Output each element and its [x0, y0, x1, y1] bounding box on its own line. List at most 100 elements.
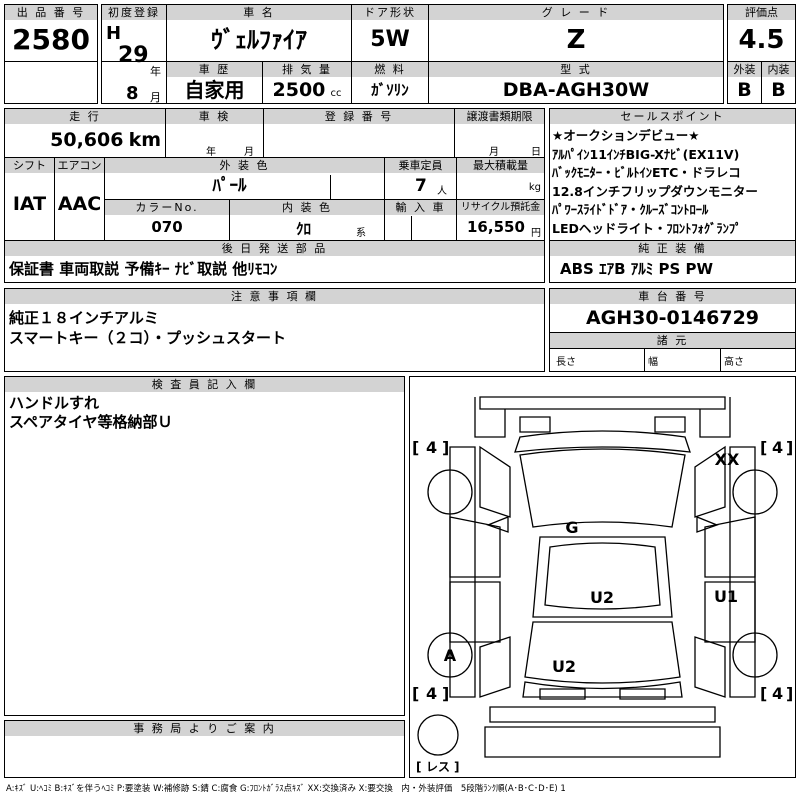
sales-points-box: セールスポイント ★オークションデビュー★ ｱﾙﾊﾟｲﾝ11ｲﾝﾁBIG-Xﾅﾋ…	[549, 108, 796, 241]
left-fender-shape	[479, 445, 511, 518]
transfer-day-unit: 日	[531, 147, 541, 158]
notes-label: 注 意 事 項 欄	[5, 289, 544, 304]
height-label: 高さ	[724, 357, 744, 368]
import-label: 輸 入 車	[385, 200, 456, 215]
rear-bumper-shape	[489, 706, 716, 723]
notes-lines: 純正１８インチアルミ スマートキー（２コ）・プッシュスタート	[5, 304, 544, 348]
grade-label: グ レ ー ド	[429, 5, 723, 20]
shift: IAT	[12, 193, 47, 215]
inspection-month-unit: 月	[244, 147, 254, 158]
exterior-grade-cell: 外装 B	[727, 61, 762, 104]
front-bumper-shape	[479, 396, 726, 410]
interior-color-label: 内 装 色	[230, 200, 384, 215]
interior-grade: B	[771, 79, 786, 101]
registration-year: 29	[118, 43, 149, 68]
sales-points-lines: ★オークションデビュー★ ｱﾙﾊﾟｲﾝ11ｲﾝﾁBIG-Xﾅﾋﾞ(EX11V) …	[550, 124, 795, 238]
transfer-deadline-cell: 譲渡書類期限 月 日	[454, 108, 545, 158]
door-label: ドア形状	[352, 5, 428, 20]
color-number: 070	[151, 218, 183, 236]
right-quarter-shape	[694, 636, 726, 698]
mark-a: A	[444, 646, 457, 665]
note-line: スマートキー（２コ）・プッシュスタート	[9, 329, 287, 347]
recycle-fee-unit: 円	[531, 228, 541, 239]
car-name: ｳﾞｪﾙﾌｧｲｱ	[211, 26, 307, 54]
specs-row: 長さ 幅 高さ	[550, 348, 795, 371]
right-mirror-shape	[696, 516, 719, 533]
transfer-deadline-label: 譲渡書類期限	[455, 109, 544, 124]
seats-cell: 乗車定員 7 人	[384, 157, 457, 200]
svg-text:]: ]	[786, 684, 793, 703]
exterior-grade: B	[737, 79, 752, 101]
score: 4.5	[738, 25, 785, 55]
inspection-label: 車 検	[166, 109, 263, 124]
inspector-lines: ハンドルすれ スペアタイヤ等格納部Ｕ	[5, 392, 404, 434]
mark-u2-rear: U2	[552, 657, 576, 676]
interior-color: ｸﾛ	[296, 220, 312, 238]
displacement-label: 排 気 量	[263, 62, 351, 77]
displacement-cell: 排 気 量 2500 cc	[262, 61, 352, 104]
svg-text:[: [	[412, 438, 419, 457]
history-cell: 車 歴 自家用	[166, 61, 263, 104]
left-mirror-shape	[486, 516, 509, 533]
svg-text:[: [	[412, 684, 419, 703]
interior-grade-cell: 内装 B	[761, 61, 796, 104]
exterior-color-label: 外 装 色	[105, 158, 384, 173]
chassis-box: 車 台 番 号 AGH30-0146729 諸 元 長さ 幅 高さ	[549, 288, 796, 372]
lot-number-blank	[4, 61, 98, 104]
svg-text:[: [	[416, 760, 421, 774]
standard-equipment-label: 純 正 装 備	[550, 241, 795, 256]
tire-rr-depth: 4	[772, 684, 783, 703]
rear-lights-shape	[539, 688, 666, 700]
inspector-line: ハンドルすれ	[9, 394, 100, 412]
registration-number-label: 登 録 番 号	[264, 109, 454, 124]
car-name-cell: 車 名 ｳﾞｪﾙﾌｧｲｱ	[166, 4, 352, 62]
grade-cell: グ レ ー ド Z	[428, 4, 724, 62]
sales-point-line: LEDヘッドライト・ﾌﾛﾝﾄﾌｫｸﾞﾗﾝﾌﾟ	[552, 220, 742, 236]
spare-tire-shape	[417, 714, 459, 756]
recycle-fee-cell: リサイクル預託金 16,550 円	[456, 199, 545, 241]
inspection-year-unit: 年	[206, 147, 216, 158]
width-label: 幅	[648, 357, 658, 368]
model: DBA-AGH30W	[502, 79, 650, 101]
right-side-shape	[729, 446, 756, 698]
aircon: AAC	[57, 193, 102, 215]
wheel-fl-shape	[427, 469, 473, 515]
seats-label: 乗車定員	[385, 158, 456, 173]
notes-box: 注 意 事 項 欄 純正１８インチアルミ スマートキー（２コ）・プッシュスタート	[4, 288, 545, 372]
exterior-color: ﾊﾟｰﾙ	[212, 176, 247, 196]
mark-u2-center: U2	[590, 588, 614, 607]
inspector-line: スペアタイヤ等格納部Ｕ	[9, 413, 173, 431]
front-outline-shape	[474, 397, 731, 438]
later-parts: 保証書 車両取説 予備ｷｰ ﾅﾋﾞ取説 他ﾘﾓｺﾝ	[9, 260, 278, 278]
sales-point-line: ｱﾙﾊﾟｲﾝ11ｲﾝﾁBIG-Xﾅﾋﾞ(EX11V)	[552, 146, 740, 162]
underbody-shape	[484, 726, 721, 758]
grille-shape	[519, 416, 686, 433]
svg-text:]: ]	[454, 760, 459, 774]
tire-fr-depth: 4	[772, 438, 783, 457]
model-cell: 型 式 DBA-AGH30W	[428, 61, 724, 104]
length-label: 長さ	[556, 357, 576, 368]
month-unit: 月	[150, 91, 161, 104]
transfer-month-unit: 月	[489, 147, 499, 158]
left-rear-door-shape	[449, 581, 501, 643]
door-type: 5W	[370, 27, 410, 52]
fuel-label: 燃 料	[352, 62, 428, 77]
aircon-label: エアコン	[55, 158, 104, 173]
wheel-fr-shape	[732, 469, 778, 515]
sales-points-label: セールスポイント	[550, 109, 795, 124]
interior-label: 内装	[762, 62, 795, 77]
shift-cell: シフト IAT	[4, 157, 55, 241]
color-number-label: カラーNo.	[105, 200, 229, 215]
history-label: 車 歴	[167, 62, 262, 77]
tire-fl-depth: 4	[426, 438, 437, 457]
displacement: 2500	[272, 79, 326, 101]
sales-point-line: ★オークションデビュー★	[552, 128, 700, 143]
svg-text:[: [	[760, 438, 767, 457]
rear-window-shape	[524, 621, 681, 684]
interior-color-unit: 系	[356, 228, 366, 239]
interior-color-cell: 内 装 色 ｸﾛ 系	[229, 199, 385, 241]
office-label: 事 務 局 よ り ご 案 内	[5, 721, 404, 736]
era: H	[106, 23, 122, 44]
lot-number-label: 出 品 番 号	[5, 5, 97, 20]
rear-hatch-shape	[522, 681, 683, 698]
